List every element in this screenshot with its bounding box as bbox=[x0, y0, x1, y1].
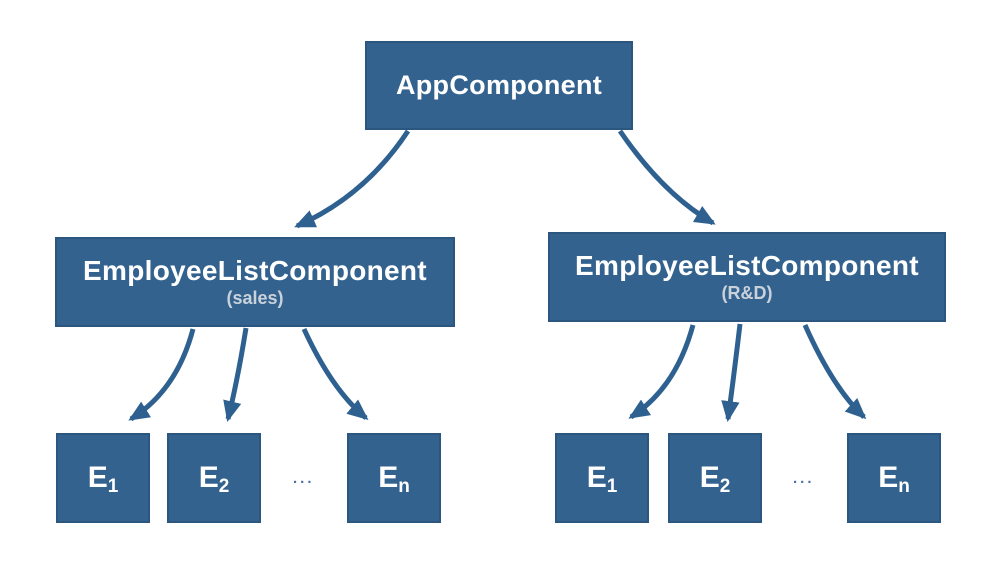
node-employee-list-rnd-title: EmployeeListComponent bbox=[575, 249, 919, 281]
node-rnd-employee-1: E1 bbox=[555, 433, 649, 523]
arrow-sales-to-e2 bbox=[223, 327, 249, 423]
arrow-rnd-to-e1 bbox=[628, 324, 696, 420]
node-sales-employee-n-label: En bbox=[378, 461, 410, 497]
node-rnd-employee-2-label: E2 bbox=[699, 461, 731, 497]
node-employee-list-rnd-subtitle: (R&D) bbox=[721, 282, 773, 303]
node-rnd-employee-1-label: E1 bbox=[586, 461, 618, 497]
node-sales-employee-1-label: E1 bbox=[87, 461, 119, 497]
node-rnd-employee-n: En bbox=[847, 433, 941, 523]
sales-ellipsis: ... bbox=[293, 470, 315, 487]
arrow-sales-to-e1 bbox=[128, 328, 196, 422]
node-sales-employee-n: En bbox=[347, 433, 441, 523]
rnd-ellipsis: ... bbox=[793, 470, 815, 487]
arrow-sales-to-en bbox=[301, 327, 369, 421]
node-app-component: AppComponent bbox=[365, 41, 633, 130]
arrow-root-to-rnd bbox=[617, 129, 716, 226]
node-sales-employee-2-label: E2 bbox=[198, 461, 230, 497]
node-employee-list-sales: EmployeeListComponent (sales) bbox=[55, 237, 455, 327]
node-employee-list-sales-subtitle: (sales) bbox=[226, 287, 284, 308]
arrow-rnd-to-en bbox=[802, 323, 867, 420]
node-rnd-employee-2: E2 bbox=[668, 433, 762, 523]
node-employee-list-rnd: EmployeeListComponent (R&D) bbox=[548, 232, 946, 322]
arrow-rnd-to-e2 bbox=[721, 323, 743, 423]
node-rnd-employee-n-label: En bbox=[878, 461, 910, 497]
node-sales-employee-2: E2 bbox=[167, 433, 261, 523]
node-app-component-label: AppComponent bbox=[395, 69, 603, 100]
node-employee-list-sales-title: EmployeeListComponent bbox=[83, 254, 427, 286]
node-sales-employee-1: E1 bbox=[56, 433, 150, 523]
arrow-root-to-sales bbox=[294, 129, 411, 229]
